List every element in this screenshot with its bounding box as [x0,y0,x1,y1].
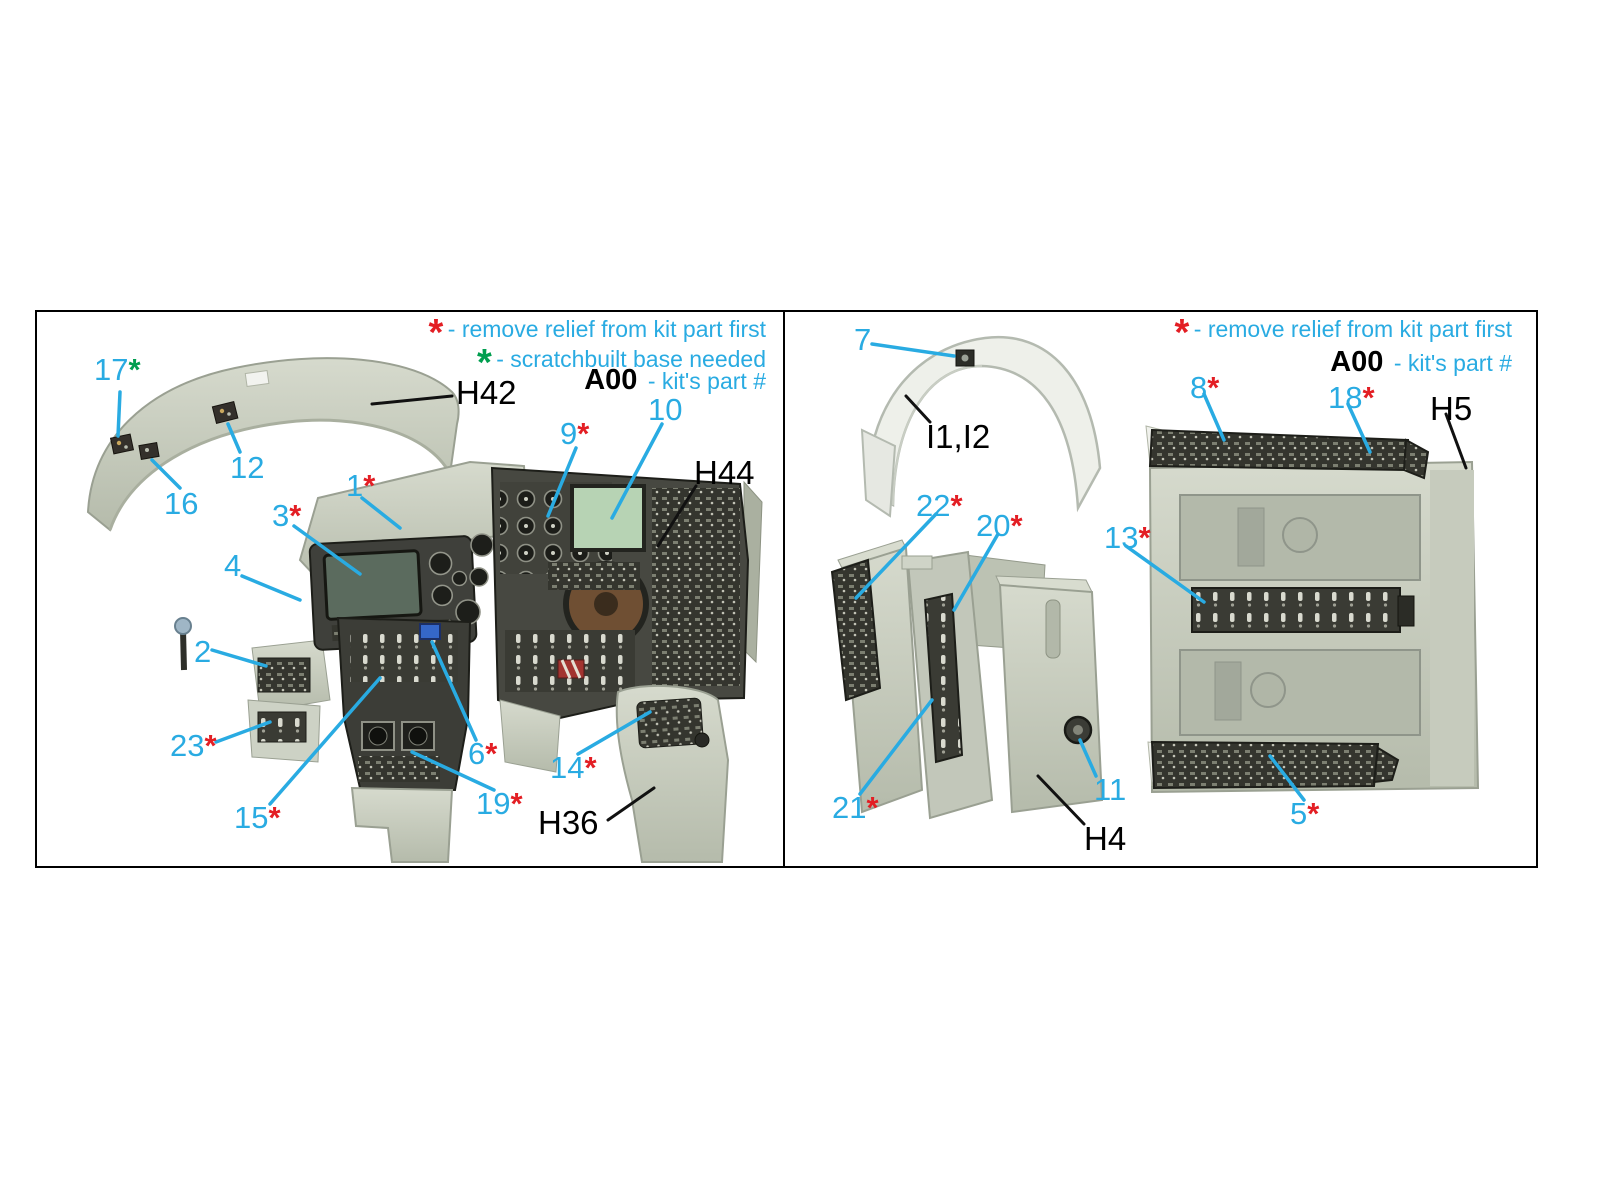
legend-right-kit-part: A00 - kit's part # [1330,348,1512,377]
callout-20-number: 20 [976,508,1011,543]
callout-11-number: 11 [1094,772,1127,807]
callout-3-red-asterisk: * [289,498,302,533]
right-panel-frame [783,310,1538,868]
callout-17-number: 17 [94,352,129,387]
legend-right-remove-relief: * - remove relief from kit part first [1175,314,1512,352]
callout-19: 19* [476,788,523,819]
part-label-h44: H44 [694,454,755,491]
callout-2: 2 [194,636,211,667]
legend-left-scratchbuilt: * - scratchbuilt base needed [477,344,766,382]
callout-15-number: 15 [234,800,269,835]
red-asterisk-icon: * [1174,312,1190,354]
legend-scratchbuilt-text: - scratchbuilt base needed [496,346,766,372]
callout-1-red-asterisk: * [363,468,376,503]
callout-18: 18* [1328,382,1375,413]
callout-13-number: 13 [1104,520,1139,555]
callout-18-red-asterisk: * [1362,380,1375,415]
callout-22-red-asterisk: * [950,488,963,523]
callout-17: 17* [94,354,141,385]
legend-left-kit-part: A00 - kit's part # [584,366,766,395]
callout-23-red-asterisk: * [204,728,217,763]
legend-kit-part-text: - kit's part # [1393,350,1512,376]
legend-left-remove-relief: * - remove relief from kit part first [429,314,766,352]
callout-9-number: 9 [560,416,578,451]
callout-2-number: 2 [194,634,212,669]
legend-kit-part-code: A00 [1330,346,1384,378]
part-label-h42: H42 [456,374,517,411]
callout-5-number: 5 [1290,796,1308,831]
callout-20-red-asterisk: * [1010,508,1023,543]
legend-kit-part-text: - kit's part # [647,368,766,394]
callout-7: 7 [854,324,871,355]
callout-22: 22* [916,490,963,521]
callout-9: 9* [560,418,589,449]
callout-20: 20* [976,510,1023,541]
callout-19-number: 19 [476,786,511,821]
callout-3: 3* [272,500,301,531]
callout-10: 10 [648,394,682,425]
callout-14-number: 14 [550,750,585,785]
callout-14-red-asterisk: * [584,750,597,785]
callout-21-number: 21 [832,790,867,825]
part-label-h36: H36 [538,804,599,841]
red-asterisk-icon: * [428,312,444,354]
callout-18-number: 18 [1328,380,1363,415]
callout-21-red-asterisk: * [866,790,879,825]
callout-3-number: 3 [272,498,290,533]
callout-10-number: 10 [648,392,683,427]
callout-11: 11 [1094,774,1126,805]
callout-14: 14* [550,752,597,783]
callout-1: 1* [346,470,375,501]
callout-4-number: 4 [224,548,242,583]
callout-16-number: 16 [164,486,199,521]
callout-9-red-asterisk: * [577,416,590,451]
callout-6-red-asterisk: * [485,736,498,771]
callout-4: 4 [224,550,241,581]
callout-19-red-asterisk: * [510,786,523,821]
callout-15-red-asterisk: * [268,800,281,835]
part-label-i1i2: I1,I2 [926,418,991,455]
callout-23: 23* [170,730,217,761]
callout-21: 21* [832,792,879,823]
callout-1-number: 1 [346,468,364,503]
legend-remove-relief-text: - remove relief from kit part first [1193,316,1512,342]
callout-6: 6* [468,738,497,769]
part-label-h4: H4 [1084,820,1127,857]
legend-kit-part-code: A00 [584,364,638,396]
callout-15: 15* [234,802,281,833]
legend-remove-relief-text: - remove relief from kit part first [447,316,766,342]
green-asterisk-icon: * [476,342,492,384]
callout-5: 5* [1290,798,1319,829]
callout-12-number: 12 [230,450,265,485]
callout-6-number: 6 [468,736,486,771]
callout-13: 13* [1104,522,1151,553]
callout-7-number: 7 [854,322,872,357]
callout-12: 12 [230,452,264,483]
callout-8-number: 8 [1190,370,1208,405]
callout-16: 16 [164,488,198,519]
part-label-h5: H5 [1430,390,1473,427]
callout-8-red-asterisk: * [1207,370,1220,405]
callout-8: 8* [1190,372,1219,403]
callout-13-red-asterisk: * [1138,520,1151,555]
callout-22-number: 22 [916,488,951,523]
callout-23-number: 23 [170,728,205,763]
callout-17-green-asterisk: * [128,352,141,387]
callout-5-red-asterisk: * [1307,796,1320,831]
